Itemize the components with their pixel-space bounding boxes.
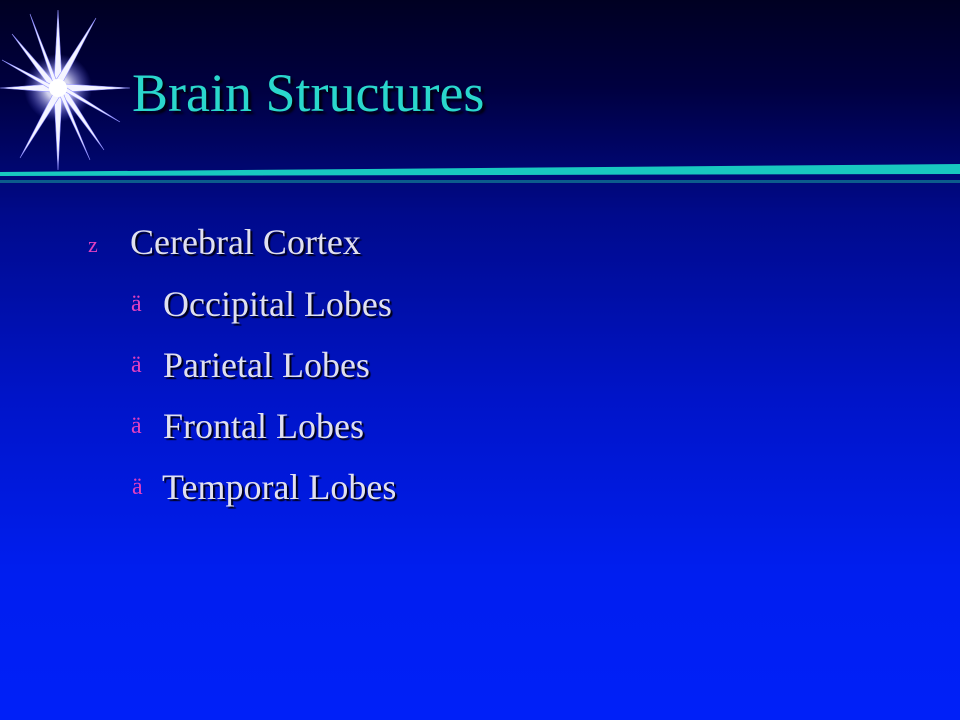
bullet-marker: ä <box>131 352 142 378</box>
bullet-text: Parietal Lobes <box>163 345 370 385</box>
bullet-marker: ä <box>132 474 143 500</box>
bullet-marker: z <box>88 232 98 257</box>
bullet-frontal-lobes: ä Frontal Lobes <box>131 406 364 446</box>
bullet-cerebral-cortex: z Cerebral Cortex <box>88 222 361 262</box>
bullet-text: Temporal Lobes <box>162 467 397 507</box>
slide-title: Brain Structures <box>132 63 485 123</box>
sparkle-star-icon <box>0 9 131 171</box>
bullet-occipital-lobes: ä Occipital Lobes <box>131 284 392 324</box>
bullet-marker: ä <box>131 413 142 439</box>
bullet-text: Frontal Lobes <box>163 406 364 446</box>
title-divider <box>0 164 960 183</box>
bullet-parietal-lobes: ä Parietal Lobes <box>131 345 370 385</box>
bullet-text: Cerebral Cortex <box>130 222 361 262</box>
bullet-marker: ä <box>131 291 142 317</box>
bullet-text: Occipital Lobes <box>163 284 392 324</box>
bullet-temporal-lobes: ä Temporal Lobes <box>132 467 397 507</box>
